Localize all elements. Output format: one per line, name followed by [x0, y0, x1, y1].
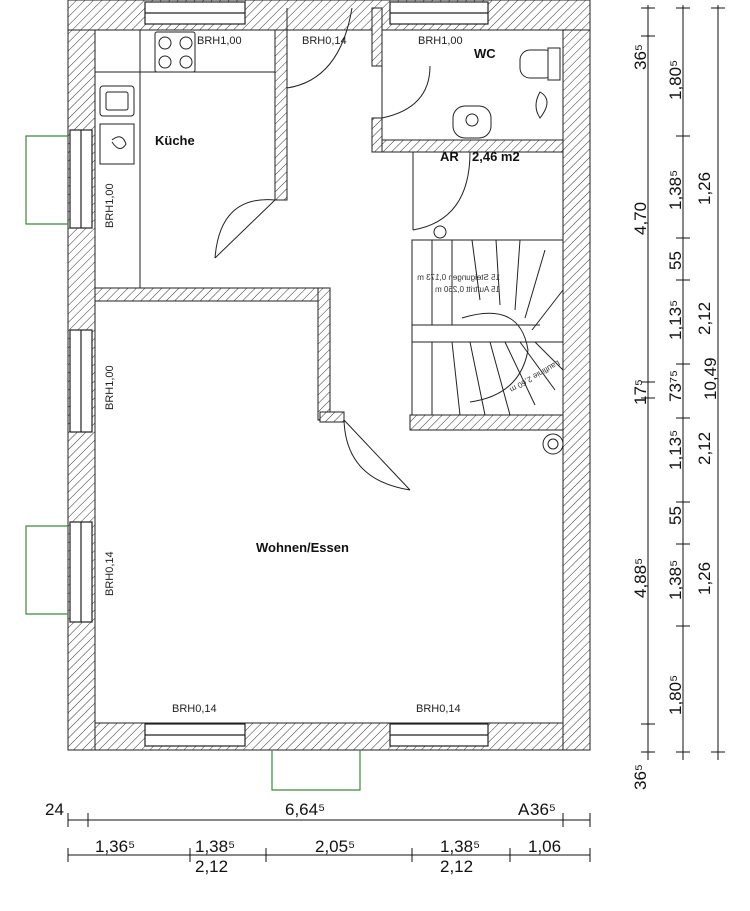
stair-note-1: 15 Steigungen 0,173 m [417, 273, 500, 282]
stair-note-2: 15 Auftritt 0,260 m [435, 285, 500, 294]
dimension-lines-bottom [67, 813, 591, 862]
dim-r2-2: 55 [666, 251, 685, 270]
dim-b2-0: 1,36⁵ [95, 837, 135, 856]
brh-bottom-left: BRH0,14 [172, 703, 217, 715]
dimension-lines-right [641, 5, 725, 760]
brh-wc-top: BRH1,00 [418, 35, 463, 47]
brh-kitchen-top: BRH1,00 [197, 35, 242, 47]
dim-r3-1: 2,12 [695, 302, 714, 335]
dim-r1-1: 4,70 [631, 202, 650, 235]
dim-r2-5: 1,13⁵ [666, 430, 685, 470]
brh-left-mid: BRH1,00 [104, 365, 116, 410]
dim-r1-3: 4,88⁵ [631, 558, 650, 598]
staircase [411, 239, 564, 416]
room-label-ar: AR [440, 149, 459, 164]
dim-r2-8: 1,80⁵ [666, 675, 685, 715]
dim-b2-1: 1,38⁵ [195, 837, 235, 856]
dim-r3-3: 1,26 [695, 562, 714, 595]
brh-door-top: BRH0,14 [302, 35, 347, 47]
dim-r2-0: 1,80⁵ [666, 60, 685, 100]
dim-r2-7: 1,38⁵ [666, 560, 685, 600]
kitchen-counter [94, 29, 276, 289]
room-label-kueche: Küche [155, 133, 195, 148]
dim-r2-6: 55 [666, 506, 685, 525]
dim-b2-3: 1,38⁵ [440, 837, 480, 856]
wc-fixtures [433, 47, 564, 455]
dim-b-sub-1: 2,12 [440, 857, 473, 876]
section-marker: A [518, 800, 530, 819]
dim-b2-2: 2,05⁵ [315, 837, 355, 856]
dim-r2-1: 1,38⁵ [666, 170, 685, 210]
brh-bottom-right: BRH0,14 [416, 703, 461, 715]
dim-b1-0: 24 [45, 800, 64, 819]
room-label-wc: WC [474, 46, 496, 61]
dim-r2-3: 1,13⁵ [666, 300, 685, 340]
dim-b2-4: 1,06 [528, 837, 561, 856]
brh-left-low: BRH0,14 [104, 551, 116, 596]
room-area-ar: 2,46 m2 [472, 149, 520, 164]
exterior-markers [25, 135, 361, 791]
dim-b-sub-0: 2,12 [195, 857, 228, 876]
doors [214, 7, 471, 491]
interior-walls [94, 7, 564, 431]
dim-r1-2: 17⁵ [631, 379, 650, 405]
dim-r1-4: 36⁵ [631, 764, 650, 790]
dim-r1-0: 36⁵ [631, 44, 650, 70]
dim-b1-2: 36⁵ [530, 800, 556, 819]
brh-left-kitchen: BRH1,00 [104, 183, 116, 228]
dim-r2-4: 73⁷⁵ [666, 370, 685, 402]
dim-r3-0: 1,26 [695, 172, 714, 205]
room-label-wohnen: Wohnen/Essen [256, 540, 349, 555]
windows [69, 1, 489, 747]
dim-total-right: 10,49 [701, 357, 720, 400]
dim-r3-2: 2,12 [695, 432, 714, 465]
dim-b1-1: 6,64⁵ [285, 800, 325, 819]
